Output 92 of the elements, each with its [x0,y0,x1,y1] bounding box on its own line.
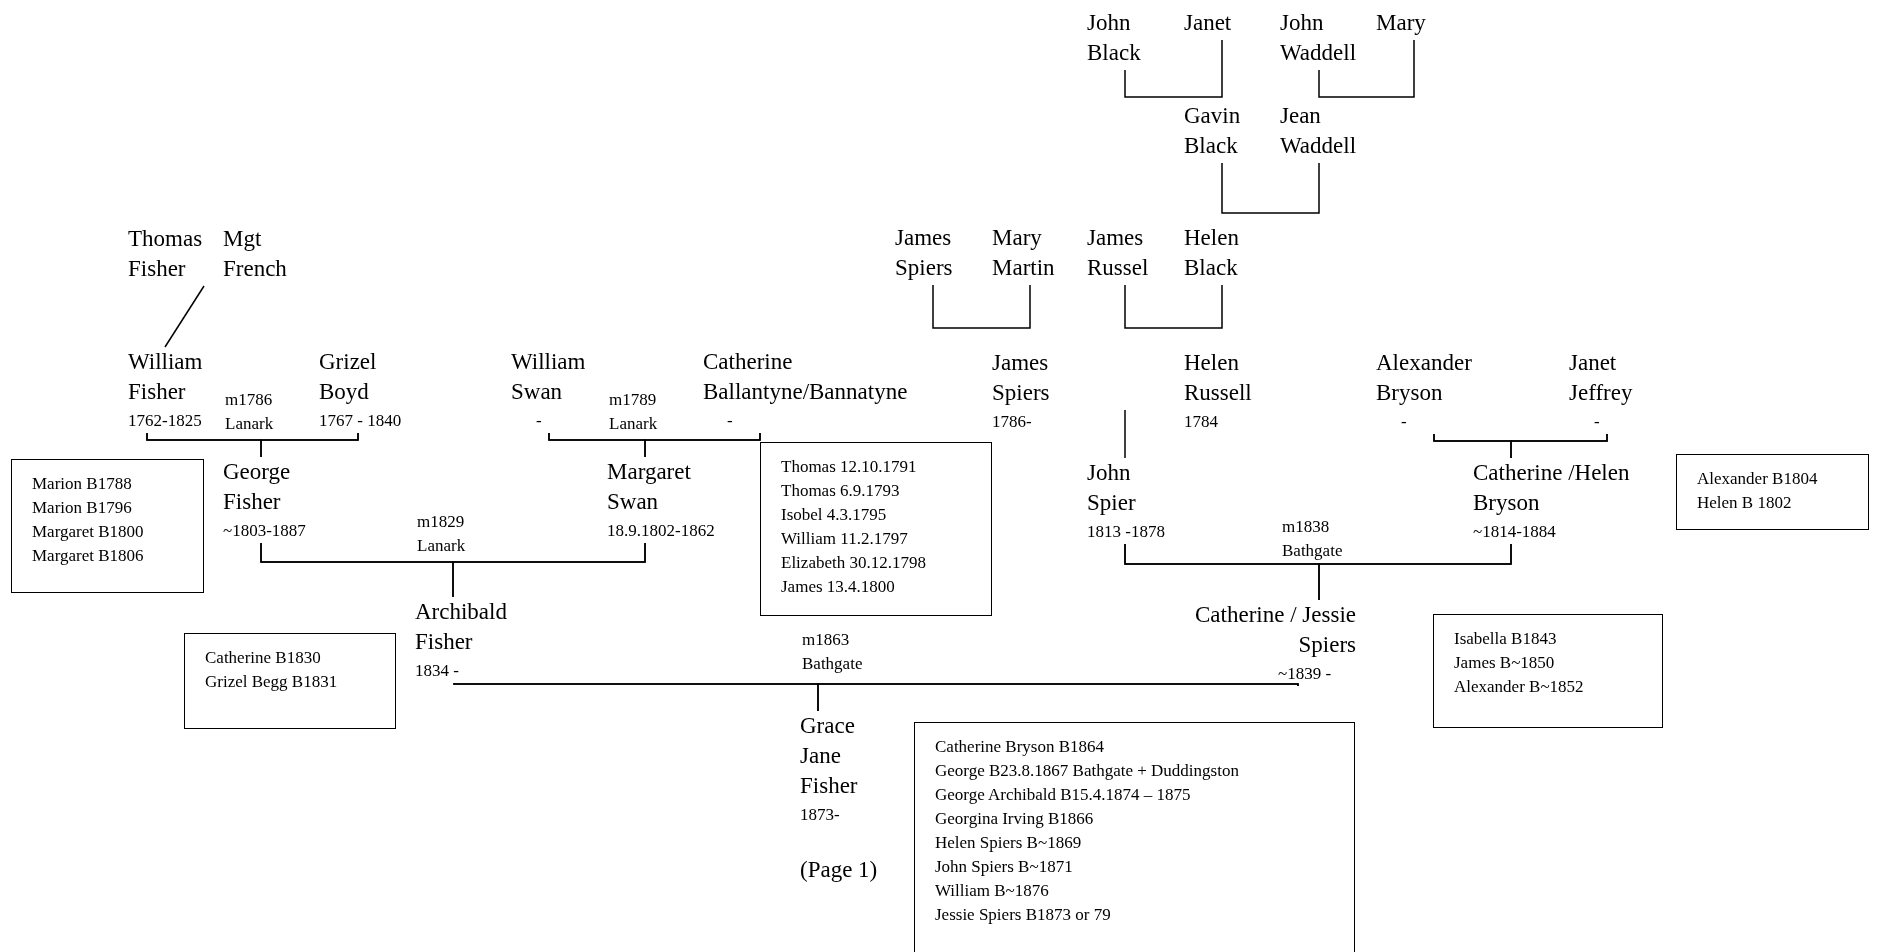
person-name: Grace Jane Fisher [800,712,858,800]
person-name: George Fisher [223,458,291,516]
life-dates: ~1803-1887 [223,521,306,541]
person-name: William Swan [511,348,586,406]
sibling-entry: William 11.2.1797 [781,528,908,550]
descent-line [644,432,761,458]
person-name: Mary [1376,9,1426,37]
sibling-entry: Georgina Irving B1866 [935,808,1094,830]
sibling-entry: Margaret B1806 [32,545,144,567]
sibling-entry: Jessie Spiers B1873 or 79 [935,904,1111,926]
person-name: James Spiers [895,224,953,282]
person-name: Catherine Ballantyne/Bannatyne [703,348,908,406]
sibling-entry: James 13.4.1800 [781,576,895,598]
edge-label: m1829 Lanark [416,511,467,557]
person-name: Helen Black [1184,224,1239,282]
marriage-bracket [1124,39,1223,98]
descent-line [164,285,205,348]
person-name: James Spiers [992,349,1050,407]
person-name: Janet Jeffrey [1569,349,1633,407]
sibling-entry: Elizabeth 30.12.1798 [781,552,926,574]
edge-label: m1789 Lanark [608,389,659,435]
life-dates: 1762-1825 [128,411,202,431]
person-name: Gavin Black [1184,102,1241,160]
sibling-entry: Isabella B1843 [1454,628,1557,650]
sibling-list-box [1433,614,1663,728]
sibling-entry: Marion B1796 [32,497,132,519]
edge-label: m1786 Lanark [224,389,275,435]
sibling-list-box [914,722,1355,952]
sibling-entry: Margaret B1800 [32,521,144,543]
person-name: John Black [1087,9,1141,67]
life-dates: ~1839 - [1278,664,1332,684]
life-dates: 18.9.1802-1862 [607,521,715,541]
person-name: Margaret Swan [607,458,691,516]
descent-line [1318,543,1512,601]
sibling-entry: Thomas 12.10.1791 [781,456,917,478]
marriage-bracket [1318,39,1415,98]
person-name: Jean Waddell [1280,102,1357,160]
descent-line [452,542,646,598]
sibling-entry: Helen B 1802 [1697,492,1792,514]
person-name: Helen Russell [1184,349,1252,407]
life-dates: 1786- [992,412,1032,432]
sibling-entry: James B~1850 [1454,652,1555,674]
sibling-entry: Catherine B1830 [205,647,321,669]
sibling-entry: Thomas 6.9.1793 [781,480,900,502]
person-name: Mary Martin [992,224,1055,282]
person-name: Mgt French [223,225,287,283]
person-name: Grizel Boyd [319,348,377,406]
life-dates: 1834 - [415,661,459,681]
descent-line [1510,433,1608,459]
life-dates: 1873- [800,805,840,825]
life-dates: - [727,411,733,431]
edge-label: m1838 Bathgate [1281,516,1344,562]
life-dates: 1813 -1878 [1087,522,1165,542]
person-name: William Fisher [128,348,203,406]
sibling-list-box [184,633,396,729]
person-name: Archibald Fisher [415,598,507,656]
person-name: John Spier [1087,459,1136,517]
descent-line [817,683,1299,712]
descent-line [260,432,359,458]
life-dates: 1784 [1184,412,1218,432]
sibling-entry: Isobel 4.3.1795 [781,504,887,526]
sibling-entry: John Spiers B~1871 [935,856,1073,878]
marriage-bracket [1221,162,1320,214]
person-name: Alexander Bryson [1376,349,1472,407]
sibling-entry: George B23.8.1867 Bathgate + Duddingston [935,760,1239,782]
person-name: Thomas Fisher [128,225,203,283]
sibling-entry: William B~1876 [935,880,1049,902]
sibling-entry: Helen Spiers B~1869 [935,832,1082,854]
life-dates: ~1814-1884 [1473,522,1556,542]
sibling-entry: Alexander B1804 [1697,468,1818,490]
sibling-entry: Catherine Bryson B1864 [935,736,1105,758]
sibling-list-box [11,459,204,593]
life-dates: - [536,411,542,431]
marriage-bracket [932,284,1031,329]
edge-label: m1863 Bathgate [801,629,864,675]
person-name: John Waddell [1280,9,1357,67]
sibling-entry: Marion B1788 [32,473,132,495]
sibling-entry: George Archibald B15.4.1874 – 1875 [935,784,1191,806]
page-note: (Page 1) [800,856,878,884]
descent-line [1124,409,1126,459]
sibling-list-box [1676,454,1869,530]
person-name: Catherine /Helen Bryson [1473,459,1631,517]
marriage-bracket [1124,284,1223,329]
sibling-entry: Alexander B~1852 [1454,676,1584,698]
person-name: Janet [1184,9,1232,37]
sibling-list-box [760,442,992,616]
life-dates: - [1594,412,1600,432]
person-name: Catherine / Jessie Spiers [1194,601,1356,659]
life-dates: - [1401,412,1407,432]
life-dates: 1767 - 1840 [319,411,402,431]
person-name: James Russel [1087,224,1149,282]
sibling-entry: Grizel Begg B1831 [205,671,338,693]
